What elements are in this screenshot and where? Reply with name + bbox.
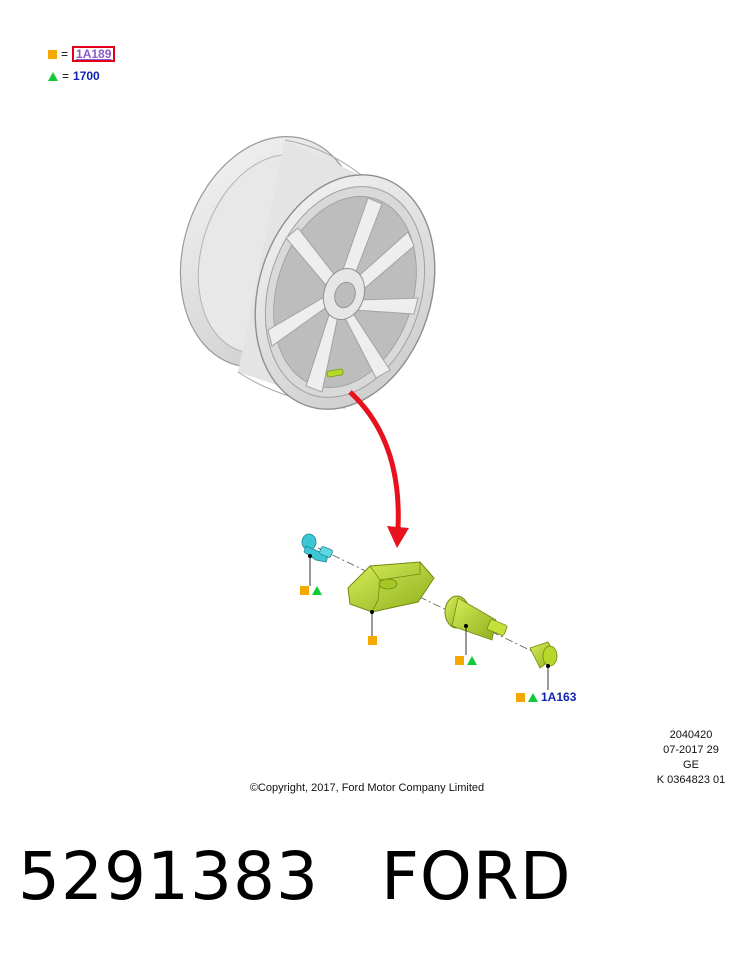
- legend-link-1a189[interactable]: 1A189: [72, 46, 116, 62]
- triangle-icon: [467, 656, 477, 665]
- square-icon: [368, 636, 377, 645]
- callout-ref-1a163: 1A163: [541, 690, 577, 704]
- direction-arrow: [348, 390, 409, 548]
- footer-title: 5291383 FORD: [18, 838, 572, 915]
- stamp-line: 2040420: [669, 729, 713, 741]
- tpms-sensor-illustration: [347, 561, 435, 636]
- callout-sensor: [368, 636, 377, 645]
- triangle-icon: [312, 586, 322, 595]
- legend-row-sensor: = 1A189: [48, 46, 116, 62]
- stamp-line: K 0364823 01: [656, 774, 726, 786]
- wheel-illustration: [179, 136, 436, 410]
- sensor-screw-illustration: [301, 533, 333, 586]
- valve-cap-illustration: [529, 641, 558, 690]
- square-icon: [516, 692, 525, 702]
- square-icon: [455, 656, 464, 665]
- drawing-stamp: 2040420 07-2017 29 GE K 0364823 01: [655, 728, 727, 788]
- stamp-line: GE: [683, 759, 699, 771]
- legend-ref-1700: 1700: [73, 69, 100, 83]
- callout-screw: [300, 586, 322, 595]
- valve-stem-illustration: [444, 595, 508, 655]
- part-number: 5291383: [18, 838, 319, 915]
- legend-row-wheel: = 1700: [48, 69, 100, 83]
- square-icon: [48, 49, 57, 59]
- legend-equals: =: [62, 69, 70, 83]
- assembly-axis-line: [317, 547, 541, 656]
- triangle-icon: [48, 71, 58, 81]
- stamp-line: 07-2017 29: [663, 744, 719, 756]
- copyright-text: ©Copyright, 2017, Ford Motor Company Lim…: [249, 782, 485, 794]
- legend-equals: =: [61, 47, 69, 61]
- callout-valve-cap: 1A163: [516, 690, 576, 704]
- brand-name: FORD: [380, 838, 572, 915]
- callout-valve-stem: [455, 656, 477, 665]
- square-icon: [300, 586, 309, 595]
- triangle-icon: [528, 692, 538, 702]
